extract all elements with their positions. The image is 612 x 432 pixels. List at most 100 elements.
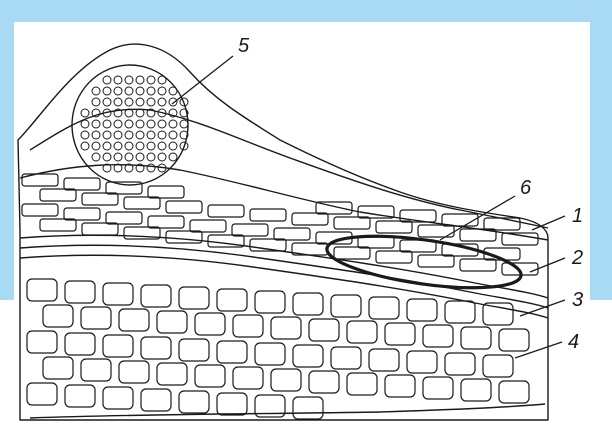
parenchyma-cell [418,255,454,267]
nodule-cell [103,142,111,150]
nodule-cell [125,109,133,117]
parenchyma-cell [376,251,412,263]
parenchyma-cell [148,216,184,228]
inner-cell [331,347,361,369]
nodule-cell [136,142,144,150]
parenchyma-cell [376,221,412,233]
label-4: 4 [568,331,579,353]
inner-cell [119,361,149,383]
nodule-cell [158,87,166,95]
inner-cell [103,283,133,305]
inner-cell [217,341,247,363]
nodule-cell [81,131,89,139]
parenchyma-cell [166,231,202,243]
nodule-cell [114,120,122,128]
inner-cell [385,323,415,345]
parenchyma-cell [40,189,76,201]
nodule-cell [136,153,144,161]
nodule-cell [136,87,144,95]
inner-cell [499,381,529,403]
inner-cell [369,297,399,319]
nodule-cell [158,98,166,106]
parenchyma-cell [106,182,142,194]
nodule-cell [147,98,155,106]
nodule-cell [125,131,133,139]
inner-cell [119,309,149,331]
parenchyma-cell [208,205,244,217]
nodule-cell [114,153,122,161]
nodule-cell [114,76,122,84]
inner-cell [423,377,453,399]
nodule-cell [103,76,111,84]
nodule-cell [103,98,111,106]
inner-cell [461,327,491,349]
nodule-cell [125,153,133,161]
inner-cell [293,345,323,367]
inner-cell [293,397,323,419]
nodule-cell [92,98,100,106]
nodule-cell [147,142,155,150]
inner-cell [255,343,285,365]
parenchyma-cell [64,178,100,190]
inner-cell [309,319,339,341]
inner-cell [347,321,377,343]
inner-cell [347,373,377,395]
inner-cell [461,379,491,401]
nodule-cell [114,87,122,95]
inner-cell [81,307,111,329]
nodule-cell [147,76,155,84]
inner-cell [423,325,453,347]
nodule-cell [169,98,177,106]
inner-cell [43,305,73,327]
inner-cell [141,285,171,307]
nodule-cell [114,131,122,139]
nodule-cell [92,142,100,150]
nodule-cell [158,142,166,150]
inner-cell [157,311,187,333]
nodule-cell [136,120,144,128]
nodule-cell [114,142,122,150]
inner-cell [499,329,529,351]
inner-cell [293,293,323,315]
parenchyma-cell [64,208,100,220]
nodule-cell [92,87,100,95]
inner-cell [81,359,111,381]
nodule-cell [125,98,133,106]
nodule-cell [125,120,133,128]
nodule-cell [103,87,111,95]
parenchyma-cell [82,193,118,205]
nodule-cell [147,87,155,95]
inner-cell [369,349,399,371]
parenchyma-cell [124,197,160,209]
parenchyma-cell [232,224,268,236]
parenchyma-cell [40,219,76,231]
nodule-cell [136,109,144,117]
inner-cell [309,371,339,393]
inner-cell [483,303,513,325]
lower-boundary [30,404,545,418]
parenchyma-cell [82,223,118,235]
leader-line-4 [515,342,562,358]
inner-cell [103,387,133,409]
nodule-cell [169,142,177,150]
parenchyma-cell [106,212,142,224]
parenchyma-cell [334,247,370,259]
nodule-cell [180,120,188,128]
inner-cell [157,363,187,385]
label-6: 6 [520,177,532,199]
inner-cell [65,281,95,303]
inner-cell [103,335,133,357]
inner-cell [331,295,361,317]
inner-cell [65,333,95,355]
parenchyma-cell [292,213,328,225]
inner-cell [255,291,285,313]
nodule-cell [136,98,144,106]
nodule-cell [103,153,111,161]
inner-cell [179,287,209,309]
parenchyma-cell [22,204,58,216]
nodule-cell [136,76,144,84]
inner-cell [217,393,247,415]
nodule-cell [92,153,100,161]
lower-cells [27,279,529,419]
inner-cell [385,375,415,397]
